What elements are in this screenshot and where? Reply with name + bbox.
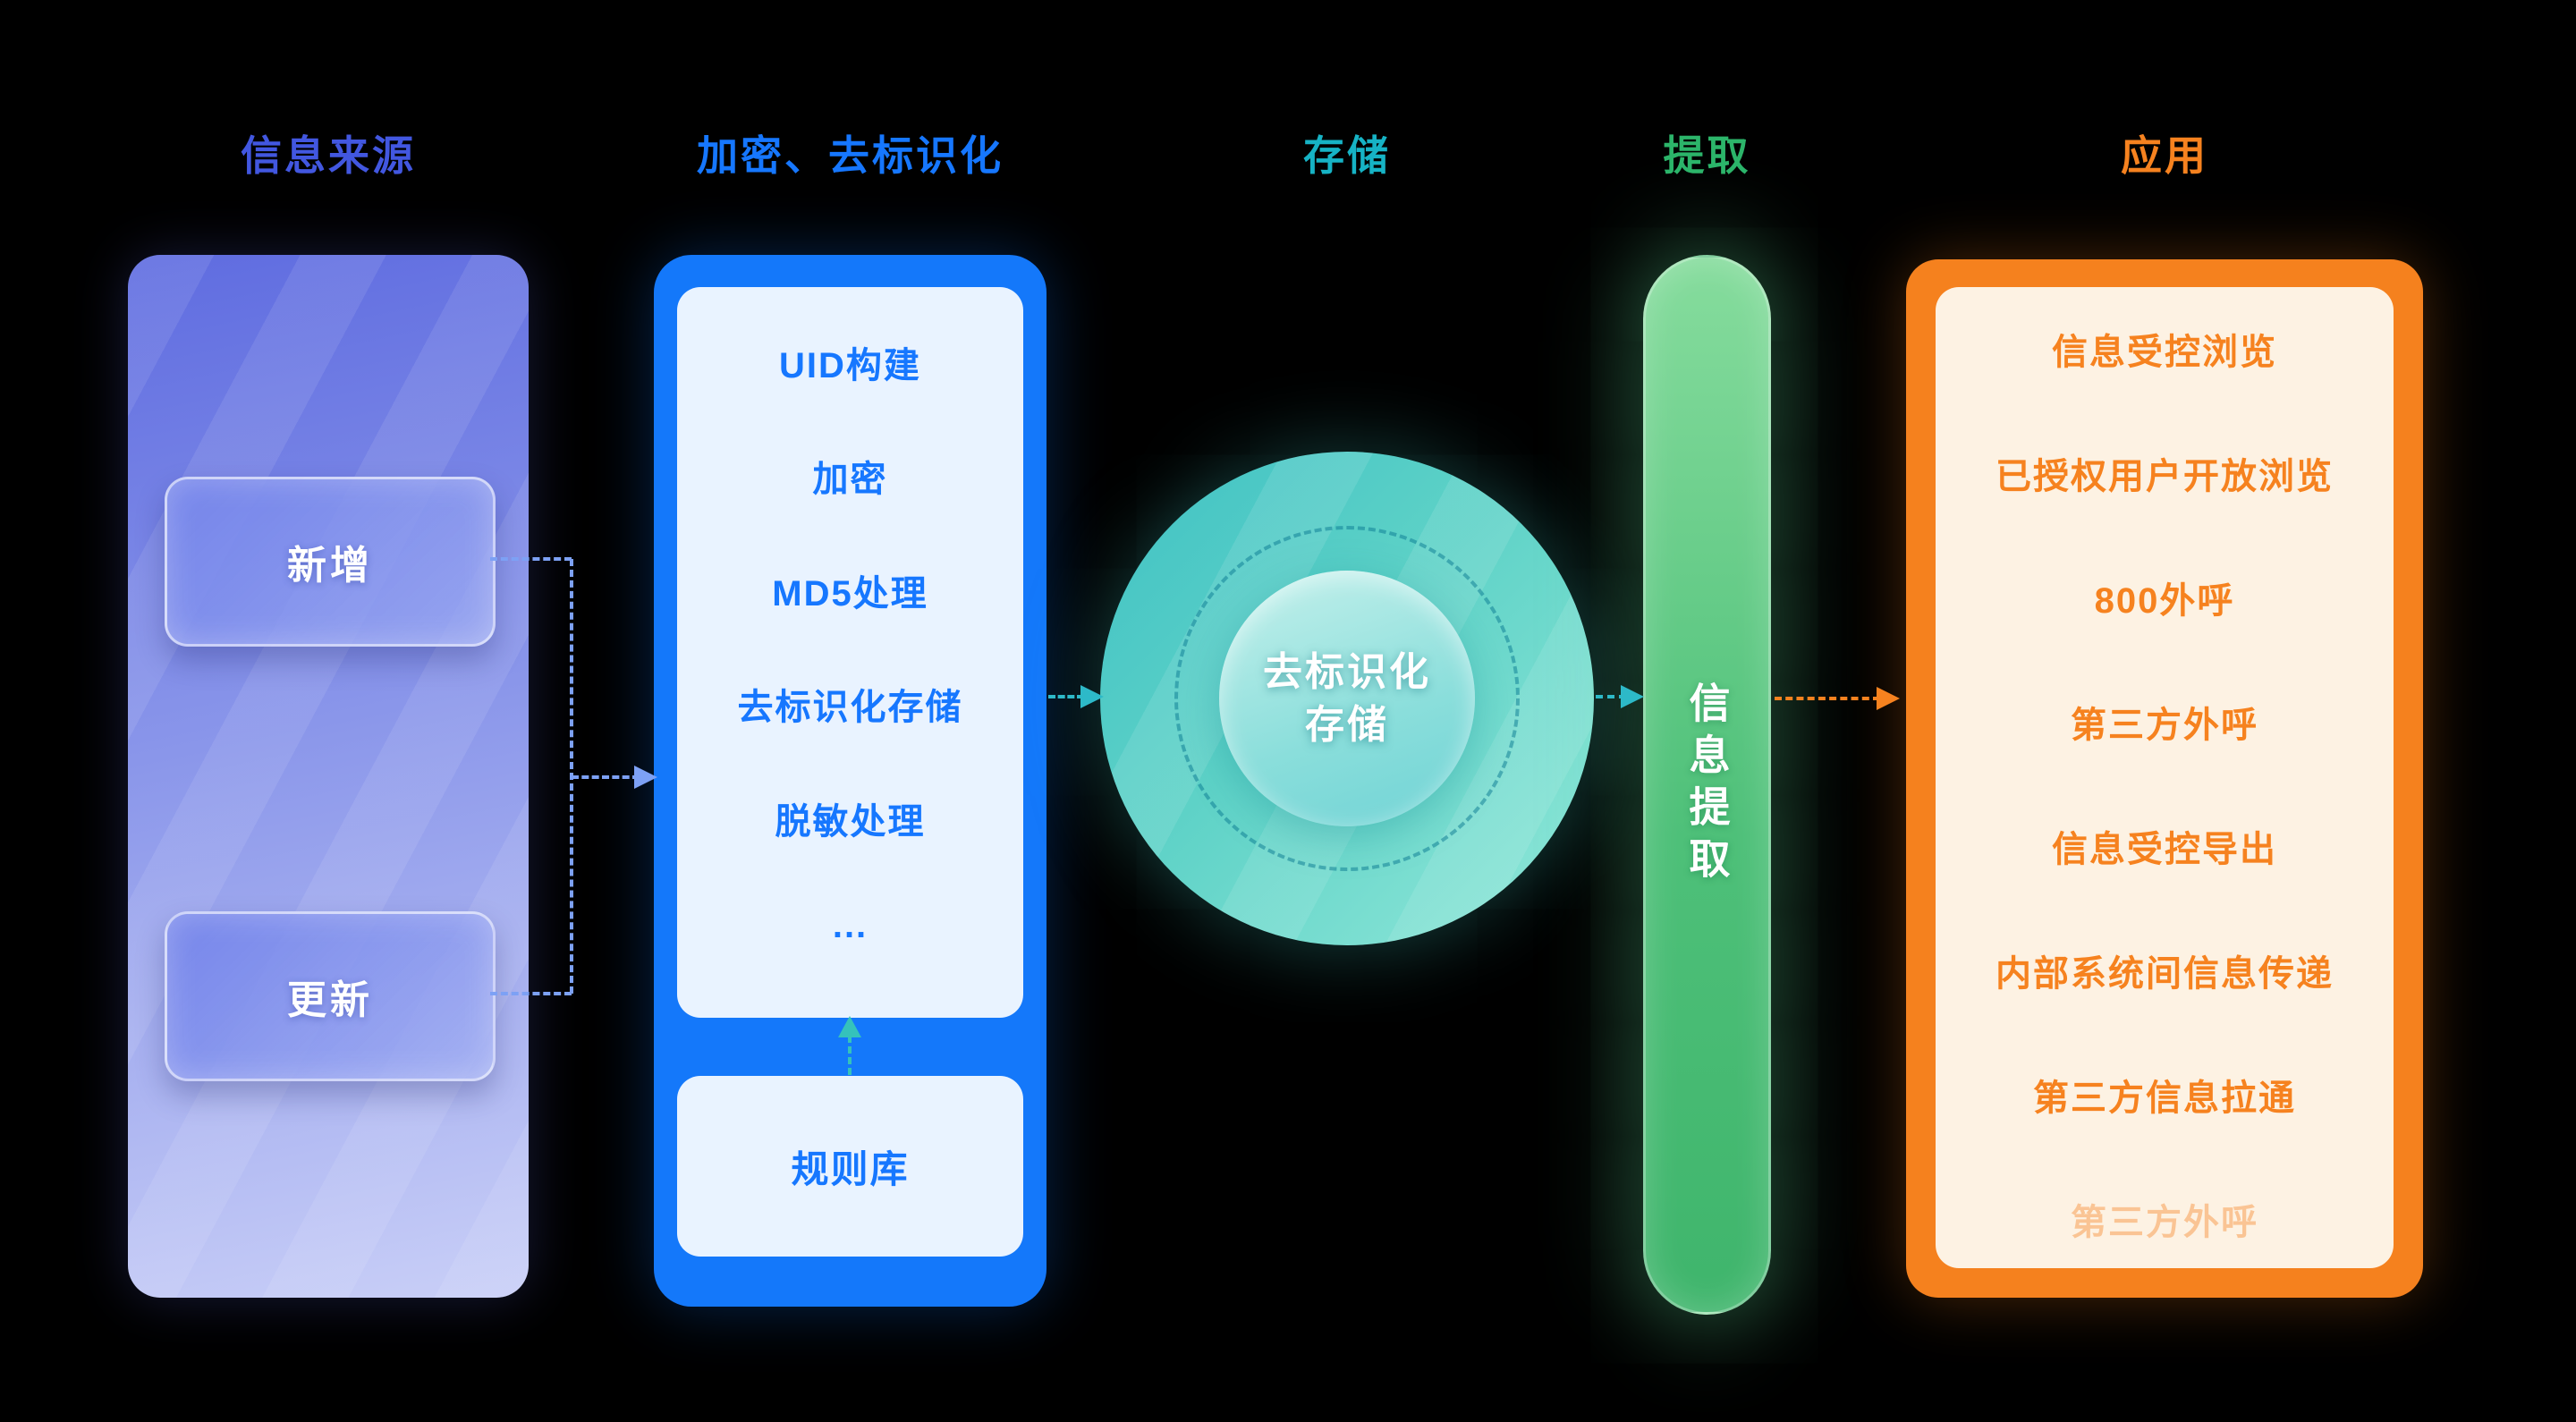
extract-bar: 信息提取 (1643, 255, 1771, 1315)
process-step: MD5处理 (772, 573, 928, 614)
application-item: 已授权用户开放浏览 (1996, 457, 2334, 496)
application-item: 第三方外呼 (2071, 706, 2258, 745)
application-item: 内部系统间信息传递 (1996, 954, 2334, 994)
arrow-line-update-out (490, 992, 572, 995)
stage-title-application: 应用 (2121, 132, 2208, 179)
process-step: 去标识化存储 (737, 688, 963, 728)
arrowhead-source-to-process (634, 766, 657, 789)
application-item: 信息受控浏览 (2052, 333, 2277, 372)
stage-title-extract: 提取 (1663, 132, 1751, 179)
arrowhead-extract-to-application (1877, 687, 1900, 710)
process-steps-box: UID构建 加密 MD5处理 去标识化存储 脱敏处理 ... (677, 287, 1023, 1018)
storage-core-line1: 去标识化 (1263, 649, 1431, 694)
arrowhead-storage-to-extract (1621, 685, 1644, 708)
source-node-update: 更新 (165, 911, 496, 1081)
arrowhead-process-to-storage (1080, 685, 1104, 708)
storage-core: 去标识化 存储 (1219, 571, 1475, 826)
arrowhead-rule-to-steps (838, 1016, 861, 1037)
application-item: 信息受控导出 (2052, 830, 2277, 869)
storage-core-line2: 存储 (1305, 703, 1389, 747)
arrow-line-source-to-process (572, 775, 640, 779)
application-item: 第三方信息拉通 (2033, 1079, 2296, 1118)
arrow-line-add-out (490, 557, 572, 561)
application-panel: 信息受控浏览 已授权用户开放浏览 800外呼 第三方外呼 信息受控导出 内部系统… (1906, 259, 2423, 1298)
rule-library-label: 规则库 (791, 1147, 910, 1190)
application-list: 信息受控浏览 已授权用户开放浏览 800外呼 第三方外呼 信息受控导出 内部系统… (1936, 287, 2394, 1268)
process-panel: UID构建 加密 MD5处理 去标识化存储 脱敏处理 ... 规则库 (654, 255, 1046, 1307)
process-step: 加密 (812, 460, 888, 500)
process-step: 脱敏处理 (775, 801, 926, 842)
application-item-faded: 第三方外呼 (2071, 1203, 2258, 1242)
application-item: 800外呼 (2094, 581, 2235, 621)
arrow-line-process-to-storage (1048, 695, 1084, 698)
rule-library-box: 规则库 (677, 1076, 1023, 1257)
stage-title-process: 加密、去标识化 (697, 132, 1004, 179)
process-step: UID构建 (779, 346, 921, 385)
arrow-line-storage-to-extract (1596, 695, 1626, 698)
extract-bar-label: 信息提取 (1683, 681, 1731, 889)
stage-title-storage: 存储 (1303, 132, 1391, 179)
arrow-line-extract-to-application (1775, 697, 1880, 700)
storage-circle: 去标识化 存储 (1100, 452, 1594, 945)
arrow-line-rule-to-steps (848, 1036, 852, 1075)
stage-title-source: 信息来源 (241, 132, 416, 179)
process-step-ellipsis: ... (832, 905, 869, 945)
source-node-add: 新增 (165, 477, 496, 647)
storage-dashed-ring (1174, 526, 1520, 871)
source-panel: 新增 更新 (128, 255, 529, 1298)
